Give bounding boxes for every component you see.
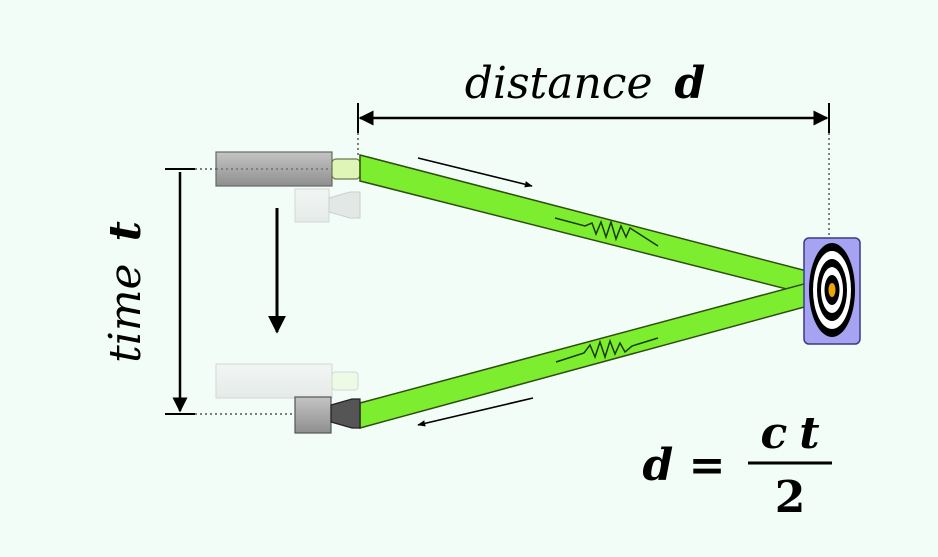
- return-beam: [359, 276, 831, 429]
- detector: [294, 396, 361, 434]
- wave-packet-icon: [555, 337, 659, 363]
- laser-emitter-icon: [331, 371, 359, 391]
- return-direction-arrow: [417, 397, 534, 427]
- distance-label: distance d: [465, 58, 706, 109]
- detector-icon: [328, 191, 361, 219]
- distance-word: distance: [465, 58, 653, 109]
- time-word: time: [100, 263, 151, 363]
- formula-lhs: d =: [643, 440, 726, 491]
- wave-packet-icon: [554, 217, 659, 247]
- faded-detector-top: [294, 188, 361, 223]
- formula-c: c: [760, 408, 787, 459]
- time-variable: t: [100, 221, 151, 241]
- detector-icon: [330, 398, 361, 429]
- laser-emitter: [215, 151, 361, 187]
- time-label: time t: [100, 221, 151, 363]
- faded-emitter-bottom: [215, 363, 359, 399]
- outgoing-beam: [359, 154, 831, 301]
- distance-variable: d: [675, 58, 706, 109]
- laser-emitter-icon: [331, 158, 361, 180]
- formula-t: t: [799, 408, 819, 459]
- formula-denominator: 2: [775, 472, 806, 523]
- outgoing-direction-arrow: [417, 157, 533, 188]
- target-icon: [809, 243, 855, 337]
- target: [803, 237, 861, 345]
